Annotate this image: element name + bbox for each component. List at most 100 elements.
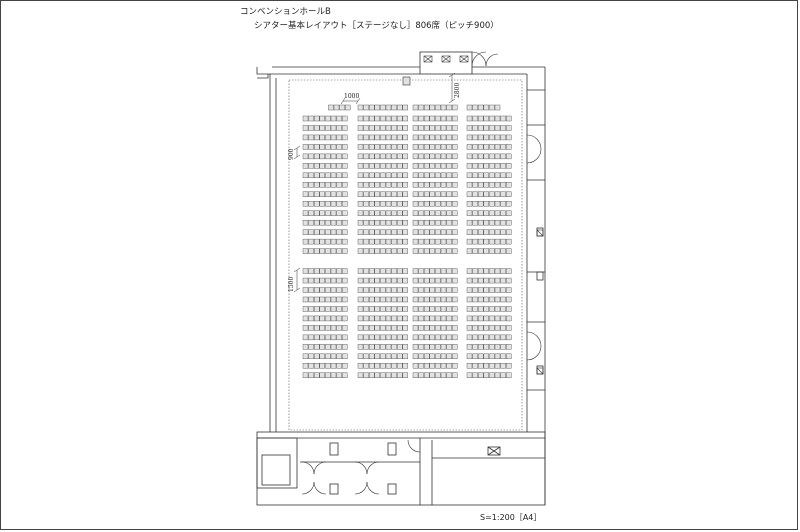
- seat: [402, 334, 408, 341]
- seat: [302, 277, 309, 284]
- seat: [302, 334, 309, 341]
- seat: [363, 325, 369, 331]
- seat: [319, 144, 325, 150]
- seat: [397, 268, 403, 274]
- seat: [489, 172, 495, 179]
- seat: [363, 134, 369, 141]
- seat: [466, 325, 473, 331]
- seat: [385, 115, 392, 122]
- seat: [500, 372, 506, 378]
- seat-front: [435, 104, 441, 111]
- seat-front: [472, 104, 478, 111]
- seat: [385, 163, 392, 169]
- hall-boundary: [288, 79, 523, 431]
- seat: [489, 163, 495, 169]
- seat: [418, 315, 424, 322]
- seat: [435, 334, 441, 341]
- seat: [412, 268, 419, 274]
- seat: [478, 115, 484, 122]
- seat: [402, 153, 408, 160]
- seat: [446, 296, 452, 303]
- seat: [314, 363, 320, 369]
- seat: [391, 238, 397, 245]
- seat: [336, 306, 342, 312]
- seat: [385, 125, 392, 131]
- seat: [325, 153, 331, 160]
- seat: [374, 268, 380, 274]
- seat: [391, 153, 397, 160]
- seat: [489, 210, 495, 216]
- seat: [435, 115, 441, 122]
- seat: [402, 182, 408, 188]
- seat: [357, 201, 364, 207]
- seat: [314, 229, 320, 235]
- seat: [500, 201, 506, 207]
- seat-front: [412, 104, 419, 111]
- seat: [336, 344, 342, 350]
- seat: [424, 115, 430, 122]
- seat: [374, 201, 380, 207]
- seat: [330, 363, 337, 369]
- seat: [435, 163, 441, 169]
- seat: [452, 372, 458, 378]
- seat-front: [369, 104, 375, 111]
- seat: [314, 153, 320, 160]
- seat: [369, 363, 375, 369]
- seat: [402, 134, 408, 141]
- seat: [472, 182, 478, 188]
- seat: [374, 248, 380, 254]
- seat: [483, 115, 489, 122]
- seat: [506, 306, 512, 312]
- seat: [429, 325, 435, 331]
- seat: [494, 229, 501, 235]
- seat: [374, 238, 380, 245]
- dimension-lines: [293, 72, 456, 293]
- seat: [397, 115, 403, 122]
- seat: [380, 296, 386, 303]
- seat: [483, 172, 489, 179]
- seat: [483, 353, 489, 360]
- seat: [483, 296, 489, 303]
- seat: [418, 219, 424, 226]
- seat: [314, 277, 320, 284]
- seat: [440, 306, 447, 312]
- seat: [319, 363, 325, 369]
- seat: [314, 238, 320, 245]
- seat: [478, 334, 484, 341]
- seat: [489, 287, 495, 293]
- seat: [489, 268, 495, 274]
- seat: [325, 268, 331, 274]
- seat: [397, 144, 403, 150]
- seat: [391, 344, 397, 350]
- seat: [336, 125, 342, 131]
- seat: [314, 306, 320, 312]
- seat: [336, 229, 342, 235]
- seat: [314, 372, 320, 378]
- seat: [397, 248, 403, 254]
- seat: [363, 248, 369, 254]
- seat: [319, 134, 325, 141]
- seat: [308, 353, 314, 360]
- seat: [380, 325, 386, 331]
- seat: [302, 115, 309, 122]
- seat: [435, 363, 441, 369]
- seat: [435, 248, 441, 254]
- seat: [385, 353, 392, 360]
- seat: [466, 238, 473, 245]
- seat: [380, 172, 386, 179]
- seat-front: [402, 104, 408, 111]
- seat: [500, 238, 506, 245]
- seat: [319, 372, 325, 378]
- seat: [418, 210, 424, 216]
- seat: [397, 134, 403, 141]
- seat: [494, 277, 501, 284]
- seat: [429, 238, 435, 245]
- seat: [391, 144, 397, 150]
- seat: [472, 172, 478, 179]
- seat: [466, 134, 473, 141]
- seat: [494, 125, 501, 131]
- seat-front: [483, 104, 489, 111]
- seat: [466, 229, 473, 235]
- seat: [380, 163, 386, 169]
